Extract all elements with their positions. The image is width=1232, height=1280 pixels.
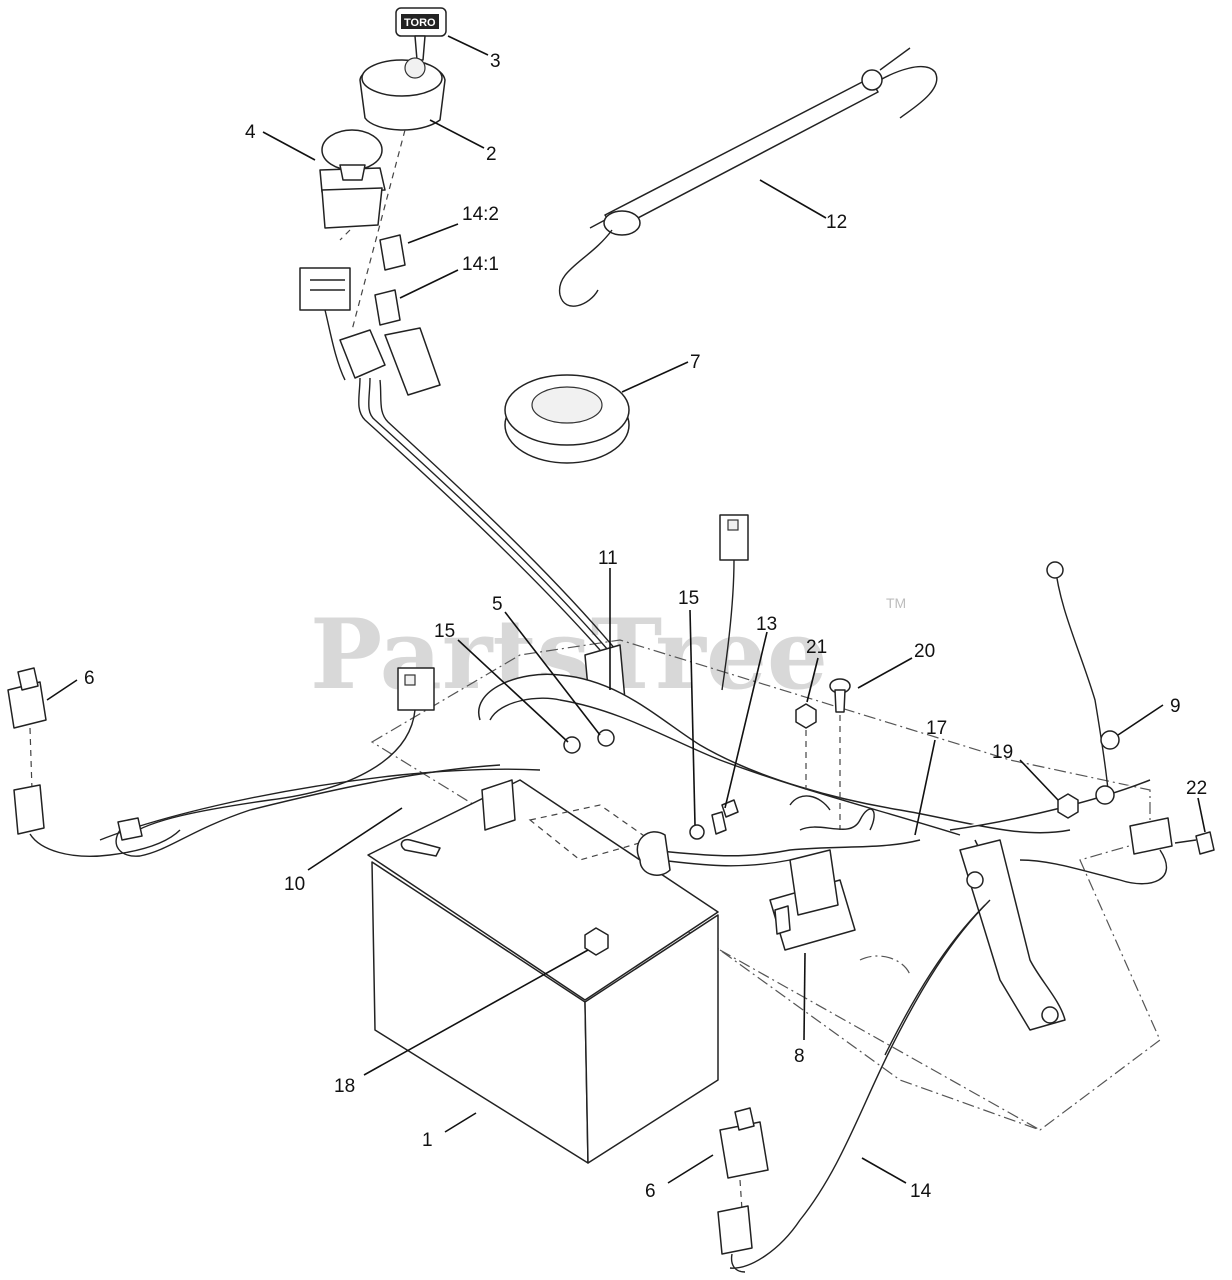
watermark-trademark: TM	[886, 595, 906, 611]
part-3-key: TORO	[395, 7, 447, 61]
part-17-cable	[649, 839, 921, 867]
part-12-rod	[558, 47, 938, 307]
right-connector	[1019, 817, 1173, 885]
callout-14: 14	[910, 1181, 932, 1202]
callout-12: 12	[826, 212, 847, 233]
leader-lines	[46, 35, 1206, 1184]
part-6-switch-upper	[7, 667, 181, 857]
callout-6-lower: 6	[645, 1181, 656, 1202]
plug-connector-top	[719, 514, 749, 691]
part-9-ground-cable	[1046, 561, 1120, 805]
fuses	[374, 234, 406, 326]
part-1-battery	[367, 779, 719, 1164]
part-8-solenoid	[769, 795, 875, 951]
part-20-bolt	[829, 678, 851, 830]
callout-15-left: 15	[434, 621, 455, 642]
left-harness	[99, 667, 541, 857]
part-19-nut	[1057, 793, 1079, 819]
callout-5: 5	[492, 594, 503, 615]
callout-9: 9	[1170, 696, 1181, 717]
part-10-pin	[400, 838, 441, 857]
part-2-ignition-switch	[351, 57, 446, 331]
callout-13: 13	[756, 614, 777, 635]
callout-14-2: 14:2	[462, 204, 499, 225]
part-11-bracket	[477, 644, 1071, 836]
callout-15-right: 15	[678, 588, 699, 609]
part-7-cap	[504, 374, 630, 464]
callout-19: 19	[992, 742, 1013, 763]
callout-2: 2	[486, 144, 497, 165]
callout-4: 4	[245, 122, 256, 143]
callout-10: 10	[284, 874, 305, 895]
callout-6-upper: 6	[84, 668, 95, 689]
callout-21: 21	[806, 637, 827, 658]
upper-harness-connectors	[299, 267, 617, 651]
callout-7: 7	[690, 352, 701, 373]
part-22-bolt	[1174, 831, 1215, 855]
callout-8: 8	[794, 1046, 805, 1067]
callout-14-1: 14:1	[462, 254, 499, 275]
callout-17: 17	[926, 718, 947, 739]
callout-3: 3	[490, 51, 501, 72]
key-brand-label: TORO	[404, 17, 436, 29]
callout-11: 11	[598, 548, 618, 569]
part-21-nut	[795, 703, 817, 790]
callout-1: 1	[422, 1130, 433, 1151]
callout-22: 22	[1186, 778, 1207, 799]
part-18-nut	[584, 927, 609, 956]
callout-20: 20	[914, 641, 935, 662]
mounting-plate	[370, 639, 1161, 1131]
part-6-switch-lower	[717, 1107, 769, 1273]
part-15-washers	[563, 729, 705, 840]
part-4-button	[319, 129, 386, 241]
part-14-wire	[729, 899, 991, 1269]
callout-labels: 3 2 4 14:2 14:1 12 7 11 5 15 15 13 21 20…	[84, 51, 1207, 1202]
callout-18: 18	[334, 1076, 355, 1097]
